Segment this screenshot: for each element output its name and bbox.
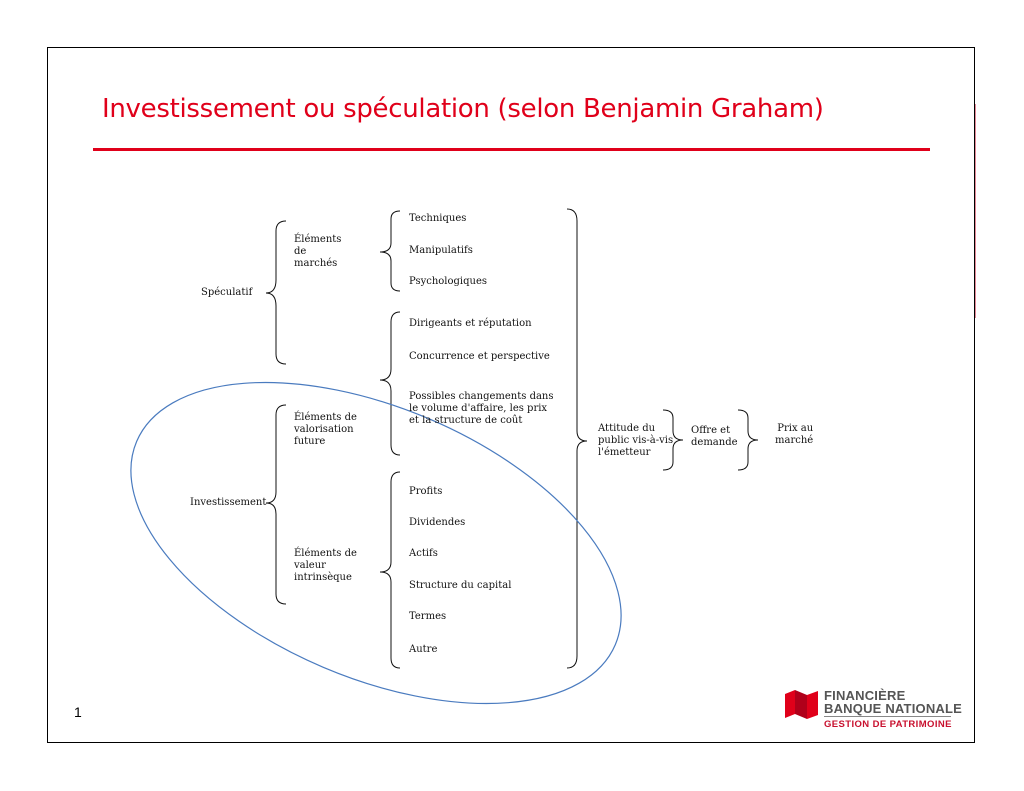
item-dirigeants: Dirigeants et réputation: [409, 318, 532, 329]
label-valeur-intrinseque: Éléments de valeur intrinsèque: [294, 548, 357, 583]
item-autre: Autre: [409, 644, 438, 655]
investment-ellipse: [130, 381, 622, 705]
bank-logo: FINANCIÈRE BANQUE NATIONALE GESTION DE P…: [785, 688, 962, 732]
brace-investissement: [265, 404, 287, 605]
page-number: 1: [74, 704, 82, 720]
logo-name-line2: BANQUE NATIONALE: [824, 701, 963, 716]
label-valorisation-future: Éléments de valorisation future: [294, 412, 357, 447]
brace-valeur-intrinseque: [379, 471, 401, 669]
item-techniques: Techniques: [409, 213, 467, 224]
label-investissement: Investissement: [190, 497, 267, 508]
logo-divider: [824, 716, 951, 717]
item-dividendes: Dividendes: [409, 517, 466, 528]
item-psychologiques: Psychologiques: [409, 276, 488, 287]
label-offre-demande: Offre et demande: [691, 425, 738, 448]
label-elements-marches: Éléments de marchés: [294, 234, 342, 269]
item-changements: Possibles changements dans le volume d'a…: [409, 391, 554, 426]
brace-valorisation-factors: [379, 311, 401, 456]
brace-offre-demande: [737, 409, 759, 471]
brace-elements-marches: [379, 210, 401, 292]
item-termes: Termes: [409, 611, 447, 622]
item-structure-capital: Structure du capital: [409, 580, 512, 591]
brace-attitude: [662, 409, 684, 471]
slide-title: Investissement ou spéculation (selon Ben…: [102, 94, 824, 124]
right-accent-line: [975, 104, 976, 318]
brace-all-factors: [566, 208, 588, 669]
item-manipulatifs: Manipulatifs: [409, 245, 473, 256]
flag-icon: [785, 690, 818, 719]
logo-name-line1: FINANCIÈRE: [824, 688, 906, 703]
item-actifs: Actifs: [409, 548, 438, 559]
label-speculatif: Spéculatif: [201, 287, 253, 298]
slide-frame: [47, 47, 975, 743]
logo-subtitle: GESTION DE PATRIMOINE: [824, 719, 952, 730]
title-underline: [93, 148, 930, 151]
brace-speculatif: [265, 220, 287, 365]
label-prix-marche: Prix au marché: [775, 423, 814, 446]
item-profits: Profits: [409, 486, 443, 497]
item-concurrence: Concurrence et perspective: [409, 351, 550, 362]
label-attitude: Attitude du public vis-à-vis l'émetteur: [598, 423, 674, 458]
